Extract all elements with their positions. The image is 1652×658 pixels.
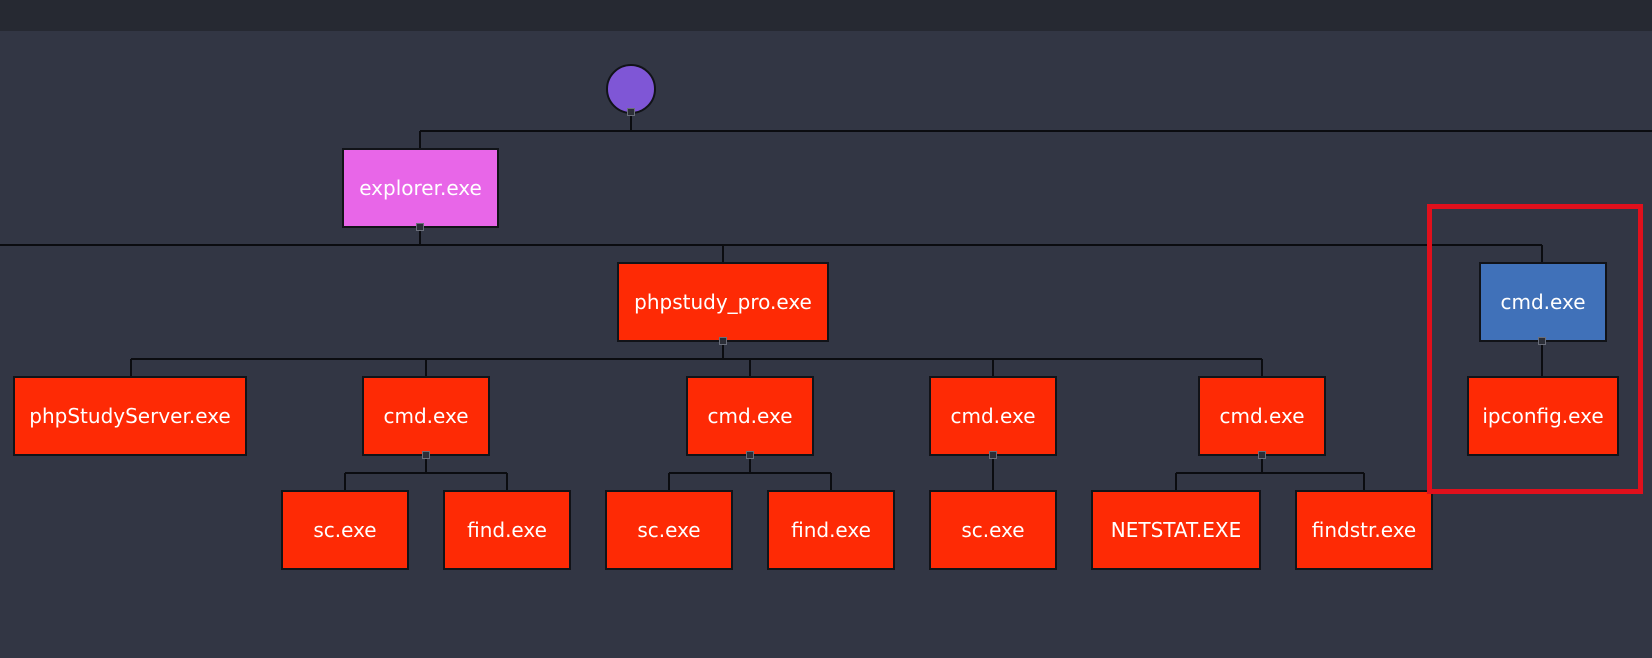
top-toolbar xyxy=(0,0,1652,31)
node-label: NETSTAT.EXE xyxy=(1110,518,1242,542)
node-label: cmd.exe xyxy=(383,404,469,428)
node-label: explorer.exe xyxy=(359,176,482,200)
collapse-handle-icon[interactable] xyxy=(627,108,635,116)
node-cmd-4[interactable]: cmd.exe xyxy=(1198,376,1326,456)
node-label: ipconfig.exe xyxy=(1482,404,1604,428)
node-label: find.exe xyxy=(791,518,871,542)
node-phpstudyserver[interactable]: phpStudyServer.exe xyxy=(13,376,247,456)
node-explorer[interactable]: explorer.exe xyxy=(342,148,499,228)
collapse-handle-icon[interactable] xyxy=(719,337,727,345)
node-label: phpStudyServer.exe xyxy=(29,404,231,428)
collapse-handle-icon[interactable] xyxy=(416,223,424,231)
node-label: find.exe xyxy=(467,518,547,542)
collapse-handle-icon[interactable] xyxy=(1258,451,1266,459)
node-label: cmd.exe xyxy=(950,404,1036,428)
node-findstr[interactable]: findstr.exe xyxy=(1295,490,1433,570)
node-ipconfig[interactable]: ipconfig.exe xyxy=(1467,376,1619,456)
node-label: sc.exe xyxy=(313,518,377,542)
process-root-circle[interactable] xyxy=(606,64,656,114)
node-sc-3[interactable]: sc.exe xyxy=(929,490,1057,570)
node-cmd-2[interactable]: cmd.exe xyxy=(686,376,814,456)
node-cmd-1[interactable]: cmd.exe xyxy=(362,376,490,456)
collapse-handle-icon[interactable] xyxy=(989,451,997,459)
node-label: cmd.exe xyxy=(1500,290,1586,314)
node-cmd-selected[interactable]: cmd.exe xyxy=(1479,262,1607,342)
node-sc-1[interactable]: sc.exe xyxy=(281,490,409,570)
node-netstat[interactable]: NETSTAT.EXE xyxy=(1091,490,1261,570)
node-find-2[interactable]: find.exe xyxy=(767,490,895,570)
node-find-1[interactable]: find.exe xyxy=(443,490,571,570)
node-phpstudy-pro[interactable]: phpstudy_pro.exe xyxy=(617,262,829,342)
collapse-handle-icon[interactable] xyxy=(1538,337,1546,345)
node-label: cmd.exe xyxy=(1219,404,1305,428)
node-label: sc.exe xyxy=(637,518,701,542)
collapse-handle-icon[interactable] xyxy=(746,451,754,459)
node-label: findstr.exe xyxy=(1311,518,1417,542)
node-label: phpstudy_pro.exe xyxy=(634,290,812,314)
node-sc-2[interactable]: sc.exe xyxy=(605,490,733,570)
node-label: sc.exe xyxy=(961,518,1025,542)
node-label: cmd.exe xyxy=(707,404,793,428)
node-cmd-3[interactable]: cmd.exe xyxy=(929,376,1057,456)
collapse-handle-icon[interactable] xyxy=(422,451,430,459)
